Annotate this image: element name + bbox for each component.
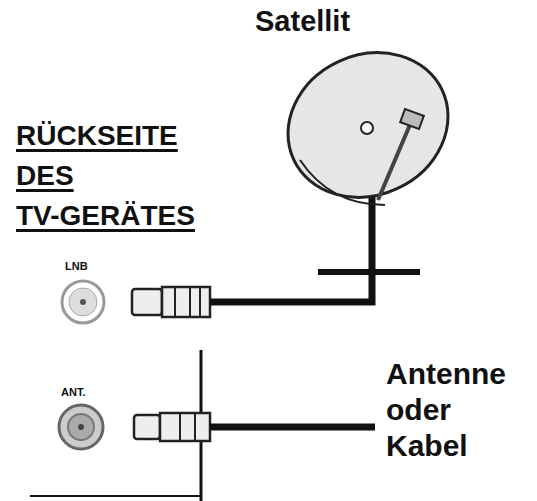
ant-socket [59,405,103,449]
lnb-plug-cable [132,272,372,317]
lnb-socket [62,281,104,323]
ant-plug-cable [134,413,375,441]
socket-label: LNB [65,260,88,272]
tv-back-edge [30,495,201,497]
socket-label: ANT. [61,386,85,398]
satellite-label: Satellit [255,4,350,39]
tv-back-heading: RÜCKSEITE DES TV-GERÄTES [16,116,276,235]
antenna-cable-label: Antenne oder Kabel [386,356,531,464]
satellite-dish [264,27,472,272]
